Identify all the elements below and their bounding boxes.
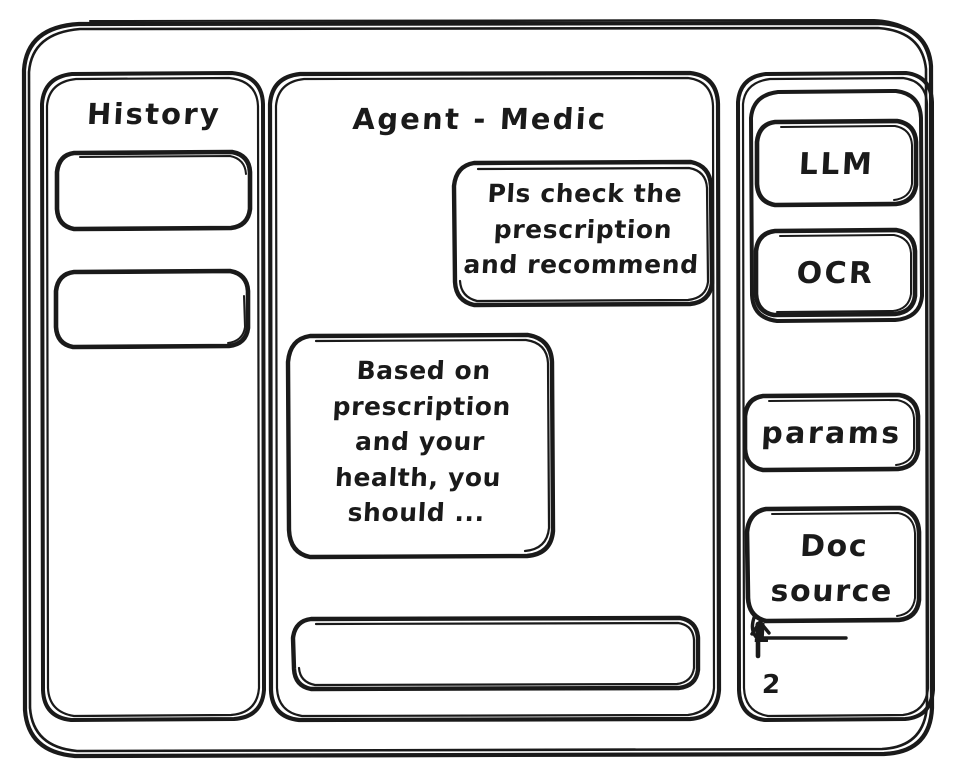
history-panel-outline (40, 71, 266, 722)
history-item-2[interactable] (56, 271, 249, 348)
history-item-1-outline (54, 149, 253, 232)
user-message-text: Pls check the prescription and recommend (462, 179, 700, 279)
tool-llm-outline (754, 118, 919, 208)
params-chip-outline (742, 392, 921, 473)
params-label: params (760, 416, 903, 451)
doc-source-card[interactable]: Doc source (747, 508, 919, 621)
doc-source-card-outline (744, 505, 922, 624)
doc-source-label: Doc source (769, 529, 894, 609)
window-frame-outline (21, 19, 935, 759)
doc-source-item-2[interactable]: 2 (761, 670, 781, 700)
assistant-message-text: Based on prescription and your health, y… (331, 356, 512, 527)
composer-outline (290, 615, 701, 692)
tool-ocr-label: OCR (795, 256, 876, 291)
tool-llm-button[interactable]: LLM (757, 121, 916, 205)
tool-ocr-button[interactable]: OCR (756, 230, 915, 315)
params-button[interactable]: params (745, 395, 918, 470)
history-item-2-outline (53, 268, 251, 350)
user-bubble-outline (451, 159, 715, 308)
tools-panel-outline (736, 71, 935, 722)
models-group-outline (749, 89, 924, 323)
user-message-bubble: Pls check the prescription and recommend (454, 162, 712, 306)
tool-llm-label: LLM (797, 147, 876, 182)
history-item-1[interactable] (57, 152, 251, 230)
tool-ocr-outline (753, 227, 918, 318)
assistant-bubble-outline (285, 332, 556, 560)
page-title: Agent - Medic (351, 102, 609, 136)
history-panel-title: History (86, 97, 222, 131)
message-input[interactable] (293, 618, 698, 689)
main-panel-outline (267, 70, 722, 723)
doc-source-connector (750, 613, 848, 659)
assistant-message-bubble: Based on prescription and your health, y… (288, 335, 553, 558)
doc-source-item-1[interactable]: 1 (751, 619, 771, 649)
